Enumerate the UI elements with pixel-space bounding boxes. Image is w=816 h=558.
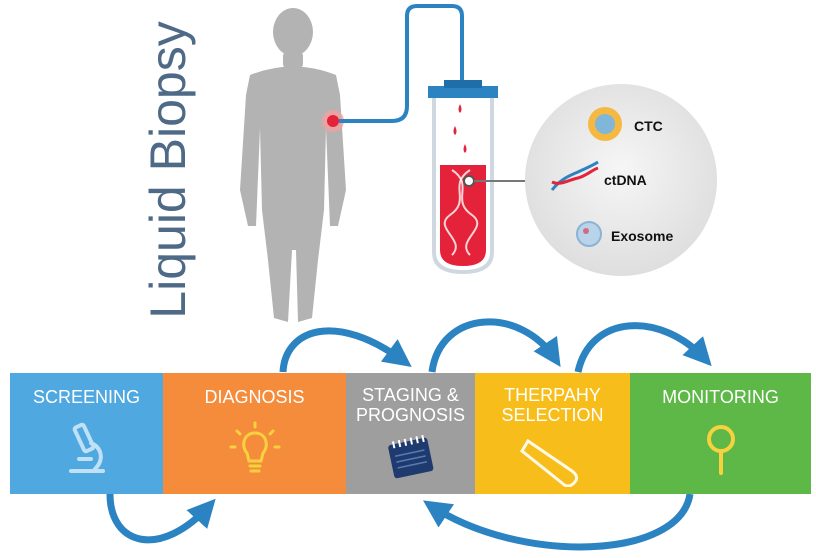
blood-line bbox=[339, 4, 464, 123]
stage-label: DIAGNOSIS bbox=[204, 387, 305, 407]
arrow-diagnosis-to-staging bbox=[279, 327, 412, 373]
stage-staging-prognosis: STAGING & PROGNOSIS bbox=[346, 373, 475, 494]
test-tube-icon bbox=[428, 80, 528, 275]
exosome-label: Exosome bbox=[611, 228, 674, 244]
ctc-cell-icon bbox=[588, 107, 622, 141]
stage-label: THERPAHY SELECTION bbox=[501, 385, 604, 425]
human-silhouette bbox=[240, 8, 346, 322]
arrow-screening-to-diagnosis bbox=[106, 493, 216, 544]
lightbulb-icon bbox=[225, 419, 285, 483]
page-title: Liquid Biopsy bbox=[140, 21, 196, 319]
magnifier-icon bbox=[691, 419, 751, 483]
microscope-icon bbox=[57, 419, 117, 483]
exosome-icon bbox=[576, 221, 602, 247]
stage-label: STAGING & PROGNOSIS bbox=[355, 385, 466, 425]
stage-label: MONITORING bbox=[662, 387, 779, 407]
stage-label: SCREENING bbox=[32, 387, 140, 407]
dna-strand-icon bbox=[550, 160, 599, 191]
arrow-therapy-to-monitoring bbox=[574, 322, 712, 373]
stage-diagnosis: DIAGNOSIS bbox=[163, 373, 346, 494]
components-bubble bbox=[525, 84, 717, 276]
stage-screening: SCREENING bbox=[10, 373, 163, 494]
arrow-monitoring-to-staging bbox=[423, 493, 694, 551]
stage-therapy-selection: THERPAHY SELECTION bbox=[475, 373, 630, 494]
notepad-icon bbox=[383, 431, 439, 491]
arrow-staging-to-therapy bbox=[428, 318, 561, 373]
puncture-point bbox=[327, 115, 339, 127]
test-tube-icon bbox=[518, 431, 588, 491]
stage-monitoring: MONITORING bbox=[630, 373, 811, 494]
ctdna-label: ctDNA bbox=[604, 172, 647, 188]
ctc-label: CTC bbox=[634, 118, 663, 134]
